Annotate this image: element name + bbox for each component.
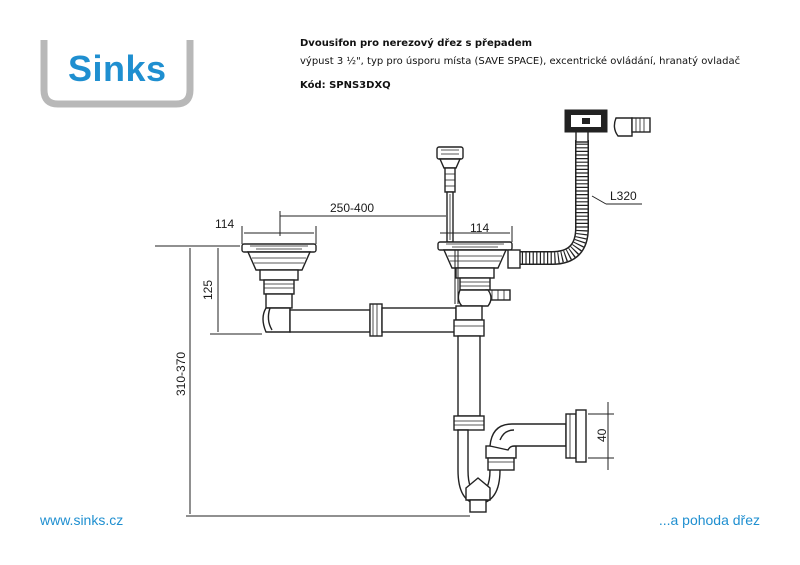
product-description: výpust 3 ½", typ pro úsporu místa (SAVE … — [300, 56, 741, 67]
left-basket-strainer — [241, 243, 317, 309]
dim-hose-length: L320 — [610, 189, 637, 203]
dim-spacing: 250-400 — [330, 201, 374, 215]
right-basket-strainer — [436, 146, 513, 304]
website-link[interactable]: www.sinks.cz — [40, 512, 124, 528]
overflow-cover — [564, 109, 651, 137]
u-trap — [457, 429, 517, 513]
slogan: ...a pohoda dřez — [658, 512, 760, 528]
product-title: Dvousifon pro nerezový dřez s přepadem — [300, 38, 533, 49]
sinks-logo — [40, 40, 194, 108]
product-code: Kód: SPNS3DXQ — [300, 80, 391, 91]
overflow-hose — [507, 129, 589, 269]
dim-left-basket-width: 114 — [215, 217, 234, 231]
dim-right-basket-width: 114 — [470, 221, 489, 235]
outlet-pipe — [489, 409, 587, 463]
vertical-drain-pipe — [453, 289, 492, 431]
dim-total-height: 310-370 — [174, 352, 188, 396]
dim-outlet-height: 40 — [595, 428, 609, 442]
logo-text: Sinks — [68, 48, 167, 89]
horizontal-connecting-pipe — [262, 303, 457, 337]
dim-depth: 125 — [201, 280, 215, 300]
